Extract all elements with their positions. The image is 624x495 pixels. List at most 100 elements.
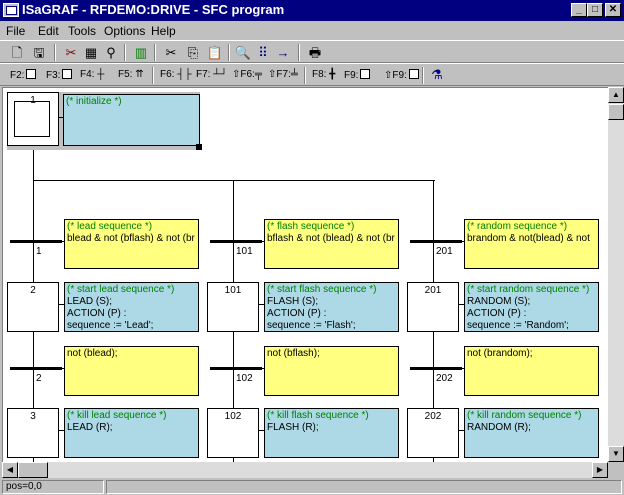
parallel-divergence-icon: ╤ — [254, 69, 262, 80]
toolbar-separator — [228, 44, 230, 61]
scroll-corner — [608, 462, 624, 478]
f6-divergence-tool[interactable]: F6: ┤├ — [160, 69, 192, 80]
copy-icon[interactable]: ⎘ — [187, 45, 199, 60]
step-box[interactable]: 101 — [207, 282, 259, 332]
horizontal-scrollbar[interactable]: ◀ ▶ — [2, 462, 608, 478]
action-block[interactable]: (* kill random sequence *) RANDOM (R); — [464, 408, 599, 458]
transition-number: 201 — [436, 246, 453, 257]
f8-link-tool[interactable]: F8: ╋ — [312, 69, 336, 80]
transition-number: 2 — [36, 373, 42, 384]
action-block[interactable]: (* start lead sequence *) LEAD (S); ACTI… — [64, 282, 199, 332]
status-message — [106, 480, 622, 494]
action-block[interactable]: (* start random sequence *) RANDOM (S); … — [464, 282, 599, 332]
f2-step-tool[interactable]: F2: — [10, 69, 37, 81]
sfc-editor-canvas[interactable]: 1 (* initialize *) 1 (* lead sequence *)… — [2, 87, 608, 462]
condition-block[interactable]: not (blead); — [64, 346, 199, 396]
condition-link — [433, 368, 464, 369]
menu-options[interactable]: Options — [104, 24, 146, 38]
divergence-line — [33, 180, 435, 181]
step-box[interactable]: 2 — [7, 282, 59, 332]
f9-tool[interactable]: F9: — [344, 69, 371, 81]
library-icon[interactable]: ▥ — [134, 45, 148, 60]
cut-icon[interactable]: ✂ — [165, 45, 177, 60]
resize-handle[interactable] — [196, 144, 202, 150]
convergence-icon: ┴┘ — [213, 69, 228, 80]
jump-icon: ⇈ — [135, 69, 144, 80]
paste-icon[interactable]: 📋 — [206, 45, 224, 60]
scroll-up-icon[interactable]: ▲ — [608, 87, 624, 103]
toolbar-separator — [152, 67, 154, 84]
vertical-scroll-thumb[interactable] — [608, 104, 624, 120]
f7-convergence-tool[interactable]: F7: ┴┘ — [196, 69, 228, 80]
initial-action-block[interactable]: (* initialize *) — [63, 94, 200, 146]
transition-number: 202 — [436, 373, 453, 384]
menu-help[interactable]: Help — [151, 24, 176, 38]
condition-block[interactable]: (* flash sequence *) bflash & not (blead… — [264, 219, 399, 269]
shift-f6-tool[interactable]: ⇧F6:╤ — [232, 69, 262, 80]
close-button[interactable]: ✕ — [605, 3, 621, 17]
action-link — [259, 430, 264, 431]
f4-transition-tool[interactable]: F4: ┼ — [80, 69, 105, 80]
condition-link — [33, 368, 64, 369]
transition-number: 102 — [236, 373, 253, 384]
new-icon[interactable]: 🗋 — [11, 45, 23, 60]
title-bar: ISaGRAF - RFDEMO:DRIVE - SFC program _ □… — [0, 0, 624, 21]
menu-edit[interactable]: Edit — [38, 24, 59, 38]
divergence-icon: ┤├ — [177, 69, 192, 80]
action-block[interactable]: (* start flash sequence *) FLASH (S); AC… — [264, 282, 399, 332]
scroll-right-icon[interactable]: ▶ — [592, 462, 608, 478]
grid-icon[interactable]: ⠿ — [258, 45, 268, 60]
minimize-button[interactable]: _ — [571, 3, 587, 17]
shift-f9-tool[interactable]: ⇧F9: — [384, 69, 419, 81]
transition-number: 101 — [236, 246, 253, 257]
goto-icon[interactable]: → — [276, 45, 290, 60]
vertical-scrollbar[interactable]: ▲ ▼ — [608, 87, 624, 462]
menu-file[interactable]: File — [6, 24, 26, 38]
condition-block[interactable]: (* lead sequence *) blead & not (bflash)… — [64, 219, 199, 269]
toolbar-separator — [304, 67, 306, 84]
step-box[interactable]: 102 — [207, 408, 259, 458]
toolbar-separator — [422, 67, 424, 84]
up-arrow-box-icon — [408, 69, 419, 79]
f3-init-step-tool[interactable]: F3: — [46, 69, 73, 81]
condition-link — [33, 241, 64, 242]
step-box[interactable]: 3 — [7, 408, 59, 458]
action-link — [59, 430, 64, 431]
menu-bar: File Edit Tools Options Help — [0, 21, 624, 40]
down-arrow-box-icon — [360, 69, 371, 79]
condition-block[interactable]: not (brandom); — [464, 346, 599, 396]
step-box[interactable]: 202 — [407, 408, 459, 458]
action-block[interactable]: (* kill lead sequence *) LEAD (R); — [64, 408, 199, 458]
app-icon[interactable] — [3, 3, 19, 17]
f5-macro-step-tool[interactable]: F5: ⇈ — [118, 69, 144, 80]
scroll-down-icon[interactable]: ▼ — [608, 446, 624, 462]
toolbar-separator — [54, 44, 56, 61]
menu-tools[interactable]: Tools — [68, 24, 97, 38]
action-link — [59, 117, 63, 118]
initial-step-box[interactable]: 1 — [7, 92, 59, 146]
save-icon[interactable]: 🖫 — [33, 45, 45, 60]
toolbar-separator — [154, 44, 156, 61]
horizontal-scroll-thumb[interactable] — [18, 462, 48, 478]
action-block[interactable]: (* kill flash sequence *) FLASH (R); — [264, 408, 399, 458]
initial-step-inner — [14, 101, 50, 137]
search-variable-icon[interactable]: ⚲ — [106, 45, 116, 60]
maximize-button[interactable]: □ — [587, 3, 603, 17]
action-link — [59, 304, 64, 305]
condition-block[interactable]: (* random sequence *) brandom & not(blea… — [464, 219, 599, 269]
print-icon[interactable]: 🖶 — [308, 45, 322, 60]
action-link — [259, 304, 264, 305]
initial-step-icon — [62, 69, 73, 79]
dictionary-icon[interactable]: ▦ — [84, 45, 98, 60]
step-box[interactable]: 201 — [407, 282, 459, 332]
condition-link — [233, 368, 264, 369]
cut-variables-icon[interactable]: ✂ — [65, 45, 77, 60]
wizard-icon[interactable]: ⚗ — [431, 67, 443, 82]
shift-f7-tool[interactable]: ⇧F7:╧ — [268, 69, 298, 80]
selected-initial-step: 1 (* initialize *) — [7, 92, 202, 150]
parallel-convergence-icon: ╧ — [290, 69, 298, 80]
condition-block[interactable]: not (bflash); — [264, 346, 399, 396]
position-readout: pos=0,0 — [2, 480, 104, 494]
find-icon[interactable]: 🔍 — [234, 45, 252, 60]
scroll-left-icon[interactable]: ◀ — [2, 462, 18, 478]
